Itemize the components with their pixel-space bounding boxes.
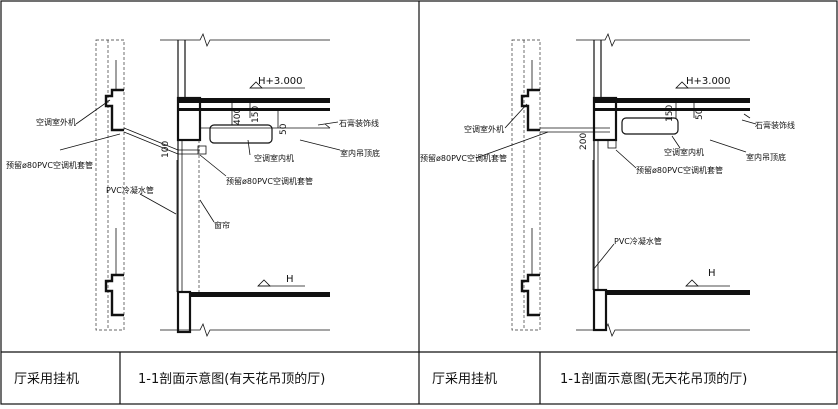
- leader-line: [299, 139, 341, 151]
- pvc-sleeve-pipe: [123, 131, 200, 155]
- leader-line: [317, 121, 339, 126]
- top-break-line: [576, 32, 750, 48]
- floor-slab-bottom: [606, 290, 750, 295]
- dimension-50: 50: [695, 108, 705, 120]
- label-ceiling: 室内吊顶底: [746, 152, 786, 162]
- caption-right-1: 1-1剖面示意图(有天花吊顶的厅): [138, 371, 325, 387]
- label-sleeve: 预留ø80PVC空调机套管: [6, 160, 93, 170]
- label-outdoor-unit: 空调室外机: [36, 117, 76, 127]
- dimension-200: 200: [579, 133, 589, 150]
- dimension-400: 400: [233, 108, 243, 125]
- leader-line: [475, 131, 549, 159]
- outdoor-unit-bracket-bottom: [104, 273, 124, 317]
- label-outdoor-unit: 空调室外机: [464, 124, 504, 134]
- dimension-100: 100: [161, 141, 171, 158]
- indoor-ac-unit: [209, 124, 273, 144]
- label-curtain: 窗帘: [214, 220, 230, 230]
- leader-line: [504, 103, 528, 129]
- label-sleeve-2: 预留ø80PVC空调机套管: [226, 176, 313, 186]
- indoor-ac-unit: [621, 117, 679, 135]
- elevation-bottom-label: H: [708, 268, 716, 279]
- label-ceiling: 室内吊顶底: [340, 148, 380, 158]
- leader-line: [709, 139, 747, 153]
- outdoor-unit-bracket-top: [104, 88, 124, 132]
- column-base: [592, 288, 608, 332]
- elevation-bottom-label: H: [286, 274, 294, 285]
- outdoor-unit-bracket-bottom: [520, 273, 540, 317]
- beam: [176, 96, 202, 142]
- pvc-sleeve-pipe: [123, 127, 200, 151]
- floor-slab-top: [178, 98, 330, 103]
- caption-left-2: 厅采用挂机: [432, 372, 497, 387]
- leader-line: [615, 149, 637, 169]
- column-base: [176, 290, 192, 334]
- leader-line: [199, 154, 227, 177]
- facade-band-right: [511, 39, 541, 331]
- elevation-marker-bottom: [685, 279, 699, 287]
- floor-slab-top: [594, 98, 750, 103]
- sleeve-marker: [607, 139, 617, 149]
- label-gypsum-line: 石膏装饰线: [755, 120, 795, 130]
- facade-band-left: [95, 39, 125, 331]
- gypsum-molding: [743, 113, 751, 119]
- top-break-line: [160, 32, 330, 48]
- label-indoor-unit: 空调室内机: [664, 147, 704, 157]
- leader-line: [671, 135, 681, 149]
- right-panel: 150 50 200 H+3.000 H 空调室外机 预留ø80PVC空调机套管…: [420, 32, 795, 338]
- sleeve-marker: [197, 145, 207, 155]
- floor-slab-bottom: [190, 292, 330, 297]
- outdoor-unit-bracket-top: [520, 88, 540, 132]
- dimension-150: 150: [251, 106, 261, 123]
- beam: [592, 96, 618, 142]
- caption-right-2: 1-1剖面示意图(无天花吊顶的厅): [560, 371, 747, 387]
- label-gypsum-line: 石膏装饰线: [339, 118, 379, 128]
- leader-line: [59, 133, 121, 151]
- label-drain-pipe: PVC冷凝水管: [614, 236, 662, 246]
- elevation-top-label: H+3.000: [258, 76, 303, 87]
- label-drain-pipe: PVC冷凝水管: [106, 185, 154, 195]
- leader-line: [741, 119, 757, 125]
- elevation-marker-bottom: [257, 279, 271, 287]
- leader-line: [247, 139, 251, 156]
- gypsum-molding: [324, 123, 331, 129]
- left-panel: 400 150 50 100 H+3.000 H 空调室外机 预留ø80PVC空…: [6, 32, 380, 338]
- leader-line: [199, 199, 215, 223]
- bottom-break-line: [160, 322, 330, 338]
- leader-line: [75, 99, 111, 125]
- label-sleeve-2: 预留ø80PVC空调机套管: [636, 165, 723, 175]
- label-indoor-unit: 空调室内机: [254, 153, 294, 163]
- leader-line: [592, 243, 615, 271]
- label-sleeve: 预留ø80PVC空调机套管: [420, 153, 507, 163]
- slab-ceiling-line: [178, 108, 330, 111]
- caption-left-1: 厅采用挂机: [14, 372, 79, 387]
- slab-ceiling-line: [594, 108, 750, 111]
- elevation-top-label: H+3.000: [686, 76, 731, 87]
- dimension-50: 50: [279, 123, 289, 135]
- leader-line: [139, 193, 177, 215]
- dimension-150: 150: [665, 105, 675, 122]
